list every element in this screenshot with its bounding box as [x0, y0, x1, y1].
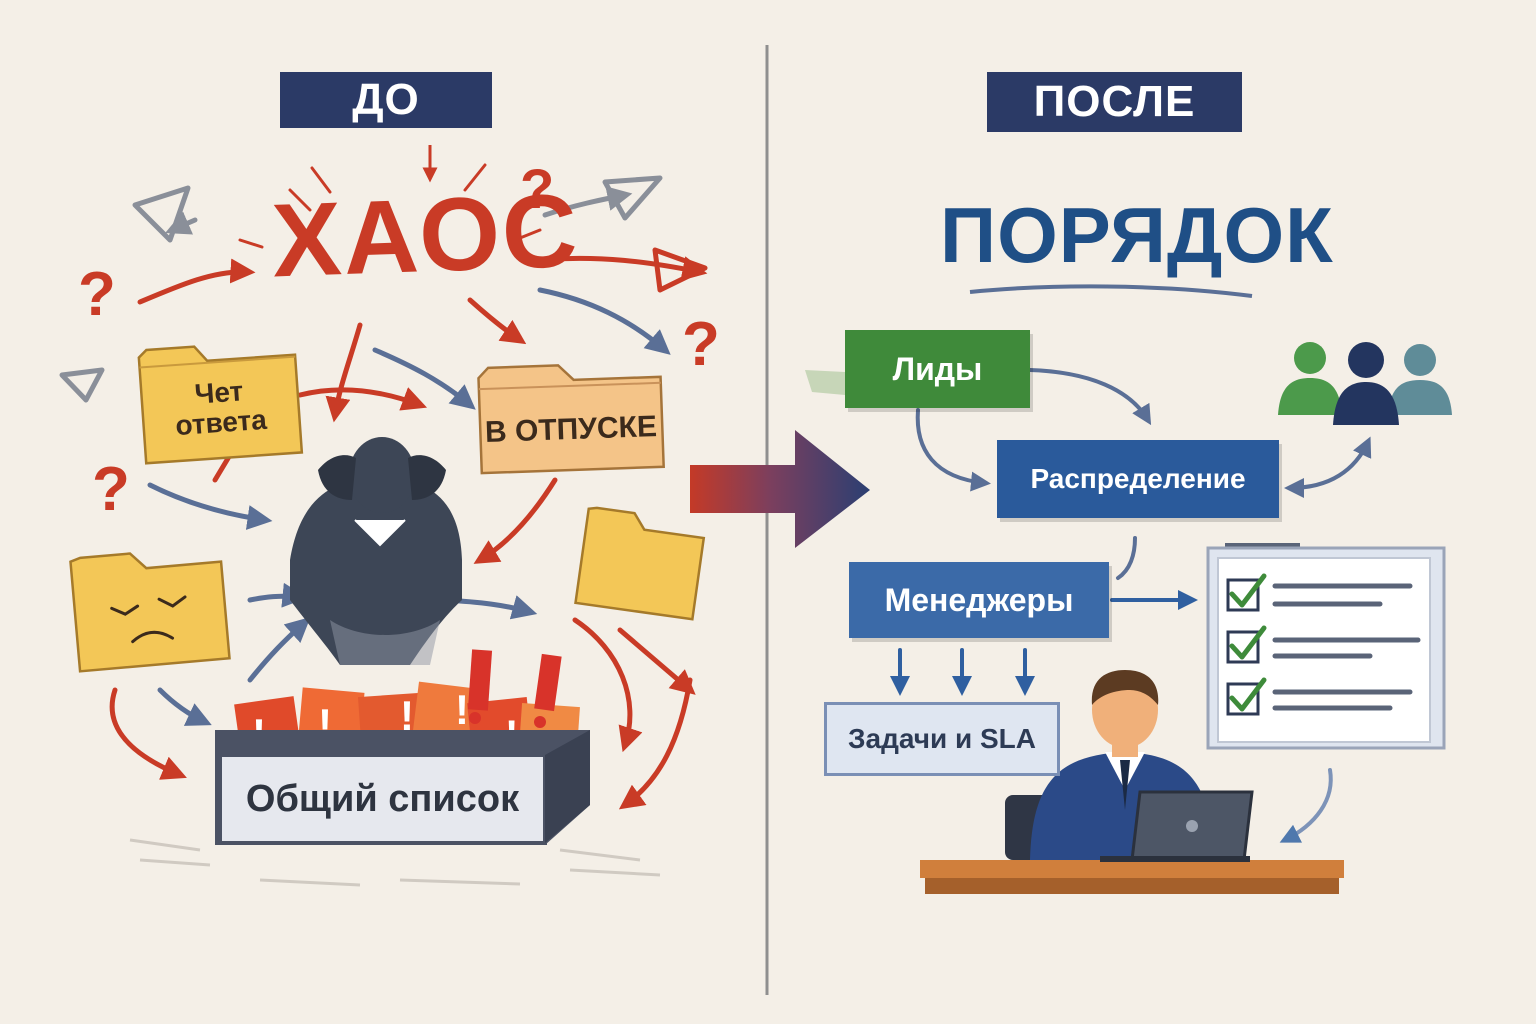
- chaos-scribbles: [238, 163, 542, 249]
- chaos-title: ХАОС: [270, 172, 582, 300]
- after-banner: ПОСЛЕ: [987, 72, 1242, 132]
- before-banner: ДО: [280, 72, 492, 128]
- distribution-box: Распределение: [997, 440, 1279, 518]
- folder-label-vacation: В ОТПУСКЕ: [484, 410, 658, 450]
- order-title: ПОРЯДОК: [940, 191, 1334, 279]
- folder-icon: [574, 506, 706, 621]
- people-group-icon: [1278, 342, 1452, 425]
- transition-arrow: [690, 430, 870, 548]
- leads-box-shadow: [805, 370, 845, 395]
- svg-text:?: ?: [78, 260, 116, 329]
- svg-text:?: ?: [92, 455, 130, 524]
- question-mark-icon: ? ? ? ?: [78, 157, 720, 524]
- shared-list-label: Общий список: [245, 777, 520, 820]
- sad-face-icon: [69, 552, 231, 673]
- laptop-icon: [1100, 790, 1254, 862]
- svg-text:?: ?: [682, 310, 720, 379]
- svg-text:?: ?: [520, 157, 554, 220]
- chaos-arrows: [109, 186, 708, 810]
- flow-arrows: [890, 368, 1372, 843]
- folder-label-no-answer: Чет ответа: [174, 375, 268, 441]
- svg-text:!: !: [400, 692, 414, 739]
- shared-list-box: [215, 730, 590, 845]
- svg-text:!: !: [455, 686, 469, 733]
- folder-icon: [137, 345, 304, 465]
- managers-box: Менеджеры: [849, 562, 1109, 638]
- title-underline: [969, 284, 1253, 298]
- tasks-sla-box: Задачи и SLA: [824, 702, 1060, 776]
- ground-shadow: [129, 838, 661, 887]
- stressed-person-icon: [290, 437, 462, 665]
- folder-icon: [477, 364, 665, 475]
- checklist-icon: [1206, 543, 1446, 750]
- leads-box: Лиды: [845, 330, 1030, 408]
